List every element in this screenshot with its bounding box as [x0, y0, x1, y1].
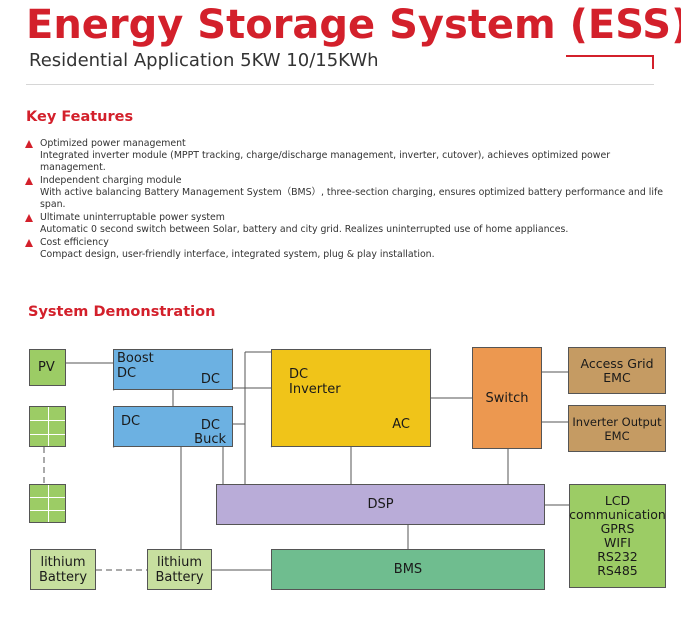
communication-label: communication [569, 507, 666, 522]
inverter-output-emc-label: EMC [604, 428, 630, 443]
inverter-output-block: Inverter Output EMC [568, 405, 666, 452]
pv-grid-line [47, 485, 49, 522]
triangle-bullet-icon [25, 177, 33, 185]
triangle-bullet-icon [25, 239, 33, 247]
dc-buck-right-bottom-label: Buck [194, 432, 226, 447]
inverter-dc-label: DC [289, 367, 309, 382]
dc-buck-block: DC DC Buck [113, 406, 233, 447]
rs232-label: RS232 [597, 549, 638, 564]
feature-title: Optimized power management [40, 138, 186, 149]
switch-block: Switch [472, 347, 542, 449]
title-accent-tick [652, 55, 654, 69]
boost-dc-right-label: DC [200, 372, 220, 387]
triangle-bullet-icon [25, 140, 33, 148]
dsp-label: DSP [367, 497, 394, 512]
page-subtitle: Residential Application 5KW 10/15KWh [29, 50, 379, 71]
access-grid-block: Access Grid EMC [568, 347, 666, 394]
pv-label: PV [38, 360, 55, 375]
feature-title: Ultimate uninterruptable power system [40, 212, 225, 223]
boost-dc-left-label: DC [117, 366, 137, 381]
switch-label: Switch [485, 390, 529, 406]
feature-description: Integrated inverter module (MPPT trackin… [40, 150, 611, 173]
feature-title: Independent charging module [40, 175, 182, 186]
pv-grid-line [30, 497, 65, 498]
pv-grid-line [30, 434, 65, 435]
bms-label: BMS [393, 562, 423, 577]
lithium-battery-block: lithium Battery [147, 549, 212, 590]
feature-item: Optimized power management Integrated in… [24, 138, 664, 174]
pv-panel [29, 406, 66, 447]
inverter-label: Inverter [289, 382, 341, 397]
dc-buck-left-label: DC [121, 414, 141, 429]
title-accent-line [566, 55, 654, 57]
key-features-heading: Key Features [26, 109, 134, 125]
inverter-output-label: Inverter Output [572, 414, 662, 429]
access-grid-label: Access Grid [580, 355, 654, 371]
system-demo-heading: System Demonstration [28, 304, 216, 320]
lithium-battery-block: lithium Battery [30, 549, 96, 590]
feature-description: With active balancing Battery Management… [40, 187, 664, 210]
feature-item: Independent charging module With active … [24, 175, 664, 211]
battery-label-line1: lithium [156, 554, 203, 570]
dc-inverter-block: DC Inverter AC [271, 349, 431, 447]
boost-dc-top-label: Boost [117, 351, 154, 366]
pv-grid-line [30, 420, 65, 421]
bms-block: BMS [271, 549, 545, 590]
gprs-label: GPRS [600, 521, 635, 536]
feature-item: Cost efficiency Compact design, user-fri… [24, 237, 664, 261]
pv-grid-line [47, 407, 49, 446]
pv-panel: PV [29, 349, 66, 386]
pv-panel [29, 484, 66, 523]
feature-list: Optimized power management Integrated in… [24, 138, 664, 262]
title-divider [26, 84, 654, 85]
feature-item: Ultimate uninterruptable power system Au… [24, 212, 664, 236]
battery-label-line2: Battery [38, 569, 88, 585]
feature-description: Automatic 0 second switch between Solar,… [40, 224, 569, 235]
battery-label-line2: Battery [155, 569, 204, 585]
triangle-bullet-icon [25, 214, 33, 222]
wifi-label: WIFI [604, 535, 631, 550]
dc-buck-right-top-label: DC [200, 418, 220, 433]
lcd-communication-block: LCD communication GPRS WIFI RS232 RS485 [569, 484, 666, 588]
lcd-label: LCD [604, 493, 631, 508]
inverter-ac-label: AC [392, 417, 410, 432]
battery-label-line1: lithium [40, 554, 86, 570]
feature-description: Compact design, user-friendly interface,… [40, 249, 435, 260]
feature-title: Cost efficiency [40, 237, 109, 248]
pv-grid-line [30, 510, 65, 511]
boost-dc-block: Boost DC DC [113, 349, 233, 390]
dsp-block: DSP [216, 484, 545, 525]
access-grid-emc-label: EMC [603, 369, 631, 385]
rs485-label: RS485 [597, 563, 638, 578]
page-title: Energy Storage System (ESS) [26, 2, 681, 48]
